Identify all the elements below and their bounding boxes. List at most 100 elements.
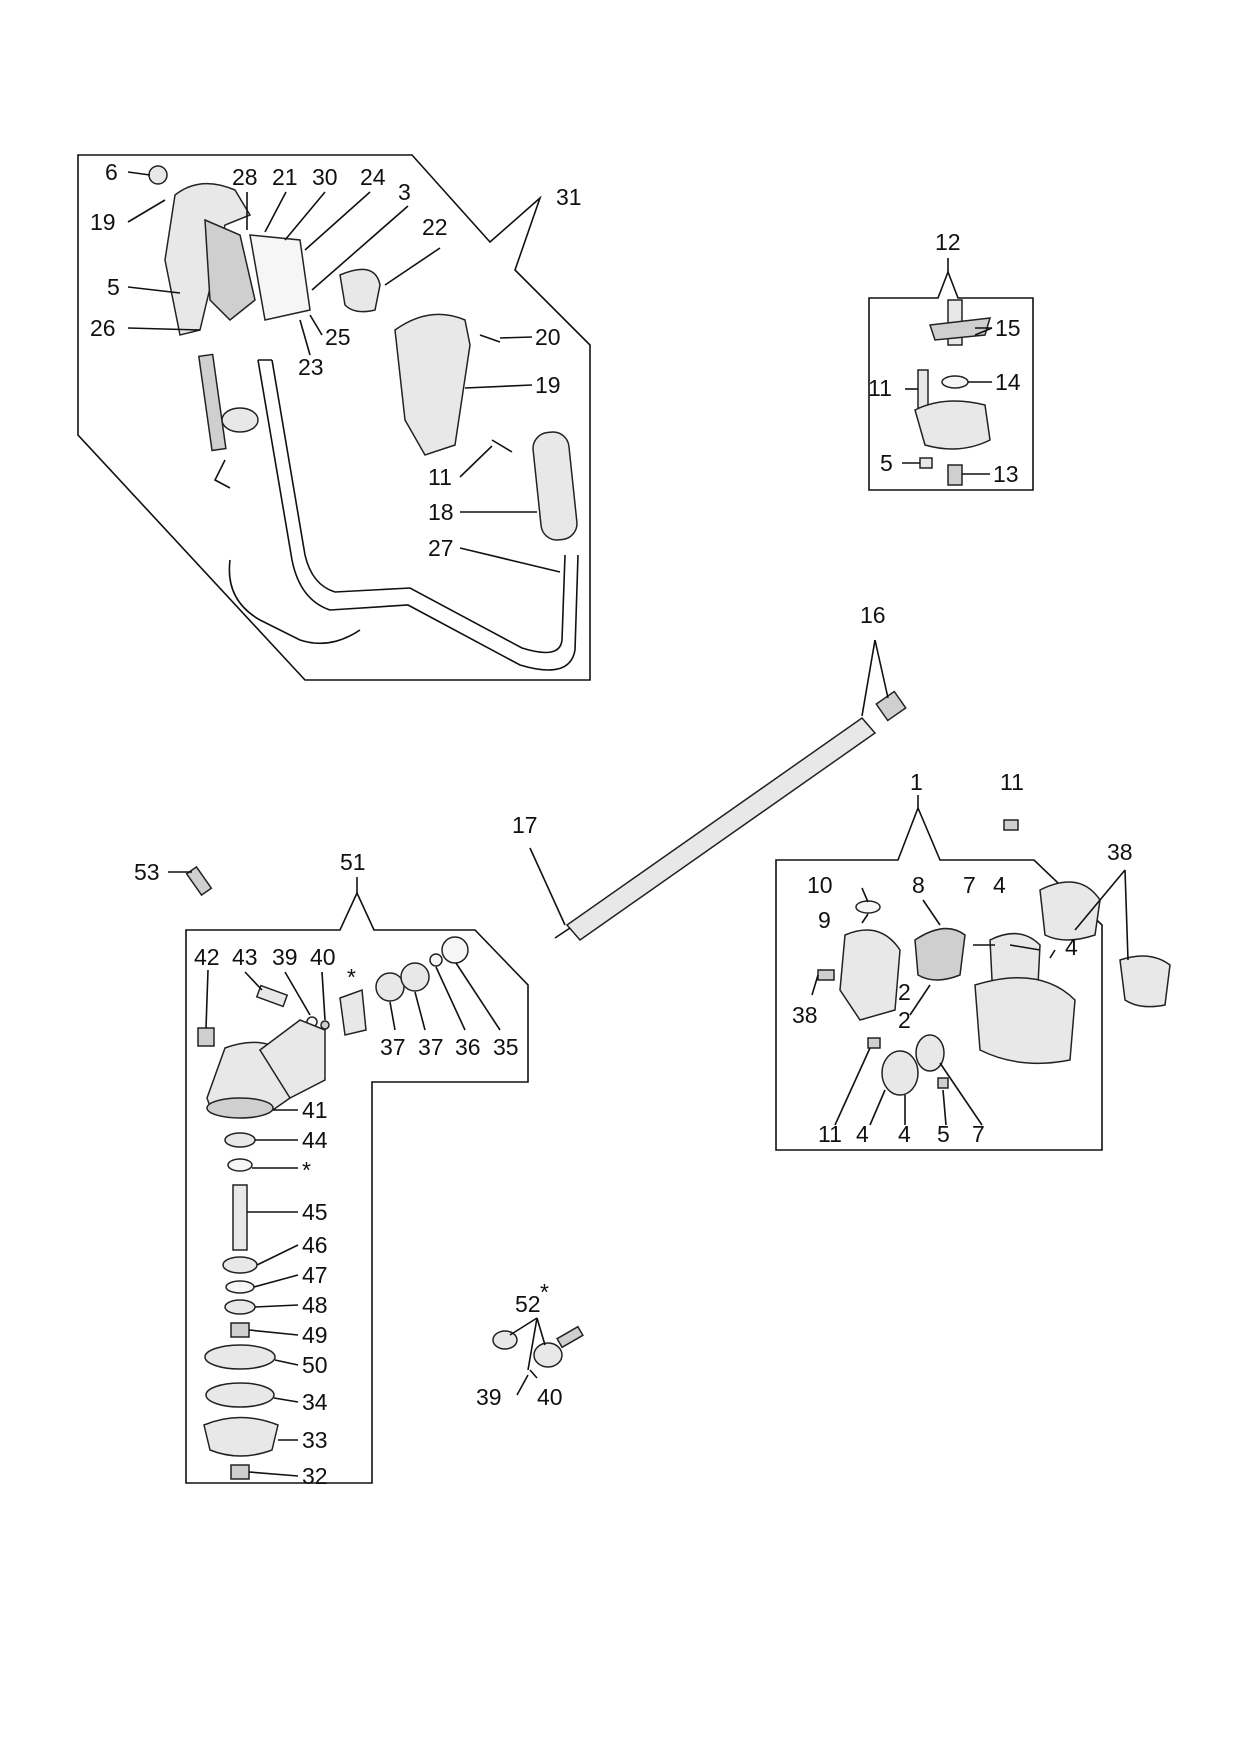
callout: 42 [194, 944, 220, 970]
callout: 14 [995, 369, 1021, 395]
callout: * [302, 1157, 311, 1183]
leader [909, 984, 931, 1016]
gearbox-group-frame [185, 891, 529, 1484]
callout: * [347, 964, 356, 990]
engine-group-frame [775, 805, 1103, 1151]
leader [1049, 949, 1056, 959]
callout: 33 [302, 1427, 328, 1453]
housing-plate [249, 234, 311, 321]
callout: 19 [535, 372, 561, 398]
screw-11-engine-top [1003, 819, 1019, 831]
leader [321, 971, 326, 1021]
callout: 45 [302, 1199, 328, 1225]
callout: * [540, 1279, 549, 1305]
callout: 15 [995, 315, 1021, 341]
nut-5-engine [937, 1077, 949, 1089]
handle-group-frame [77, 154, 591, 681]
gear-head-base [206, 1097, 274, 1119]
leader [974, 327, 993, 336]
callout: 1 [910, 769, 923, 795]
callout: 2 [898, 1007, 911, 1033]
bearing-37b [400, 962, 430, 992]
nut-5-lever [919, 457, 933, 469]
gear-kit-b [533, 1342, 563, 1368]
callout: 39 [476, 1384, 502, 1410]
leader [874, 639, 889, 699]
grip-19 [394, 313, 471, 456]
callout: 44 [302, 1127, 328, 1153]
leader [939, 1062, 983, 1126]
drive-tube [565, 716, 877, 942]
callout: 19 [90, 209, 116, 235]
ring-47 [225, 1280, 255, 1294]
callout: 31 [556, 184, 582, 210]
seal-48 [224, 1299, 256, 1315]
leader [516, 1374, 529, 1396]
engine-group: 1 11 38 10 9 8 7 4 4 38 2 2 11 4 4 5 7 [775, 769, 1171, 1151]
callout: 53 [134, 859, 160, 885]
bearing-37a [375, 972, 405, 1002]
gear-head-arm [258, 1019, 326, 1099]
leader [509, 1317, 538, 1336]
callout: 37 [418, 1034, 444, 1060]
callout: 11 [428, 464, 452, 490]
leader [459, 445, 493, 478]
handlebar-tube [257, 359, 579, 671]
callout: 24 [360, 164, 386, 190]
callout: 4 [898, 1121, 911, 1147]
leader [274, 1359, 299, 1366]
leader [127, 171, 151, 176]
callout: 48 [302, 1292, 328, 1318]
callout: 34 [302, 1389, 328, 1415]
leader [264, 191, 287, 233]
callout: 16 [860, 602, 886, 628]
callout: 27 [428, 535, 454, 561]
leader [309, 314, 323, 336]
leader [248, 1471, 299, 1477]
callout: 4 [1065, 934, 1078, 960]
callout: 12 [935, 229, 961, 255]
cable-loop [221, 407, 259, 433]
bushing-16 [875, 690, 907, 722]
callout: 23 [298, 354, 324, 380]
gear-star [227, 1158, 253, 1172]
shaft-kit [556, 1325, 584, 1349]
flywheel-4 [881, 1050, 919, 1096]
leader [459, 547, 561, 573]
leader [253, 1274, 299, 1288]
bolt-53 [185, 865, 213, 897]
lever-block-frame [868, 269, 1034, 491]
cable-26 [197, 353, 227, 452]
leader [311, 205, 409, 291]
callout: 28 [232, 164, 258, 190]
callout: 17 [512, 812, 538, 838]
washer-10 [855, 900, 881, 914]
shroud-38 [1039, 881, 1101, 941]
handle-group: 6 28 21 30 24 3 31 19 22 5 26 20 25 23 1… [77, 154, 591, 681]
leader [284, 971, 311, 1016]
callout: 35 [493, 1034, 519, 1060]
bearing-46 [222, 1256, 258, 1274]
gearbox-group: 53 51 42 43 39 40 * 37 37 36 35 41 44 * … [134, 849, 529, 1489]
callout: 10 [807, 872, 833, 898]
callout: 26 [90, 315, 116, 341]
cup-33 [203, 1416, 279, 1457]
callout: 11 [868, 375, 892, 401]
spring-13 [947, 464, 963, 486]
callout: 21 [272, 164, 298, 190]
wire-end [213, 459, 231, 489]
ring-36 [429, 953, 443, 967]
leader [922, 899, 941, 926]
flywheel-7 [915, 1034, 945, 1072]
lever-block-group: 12 15 11 14 5 13 [868, 229, 1034, 491]
screw-11-handle [491, 439, 513, 453]
leader [299, 319, 311, 356]
leader [205, 969, 209, 1029]
leader [127, 199, 166, 223]
callout: 4 [856, 1121, 869, 1147]
callout: 18 [428, 499, 454, 525]
callout: 46 [302, 1232, 328, 1258]
leader [529, 847, 566, 926]
knob-6 [148, 165, 168, 185]
grip-18 [532, 431, 578, 541]
